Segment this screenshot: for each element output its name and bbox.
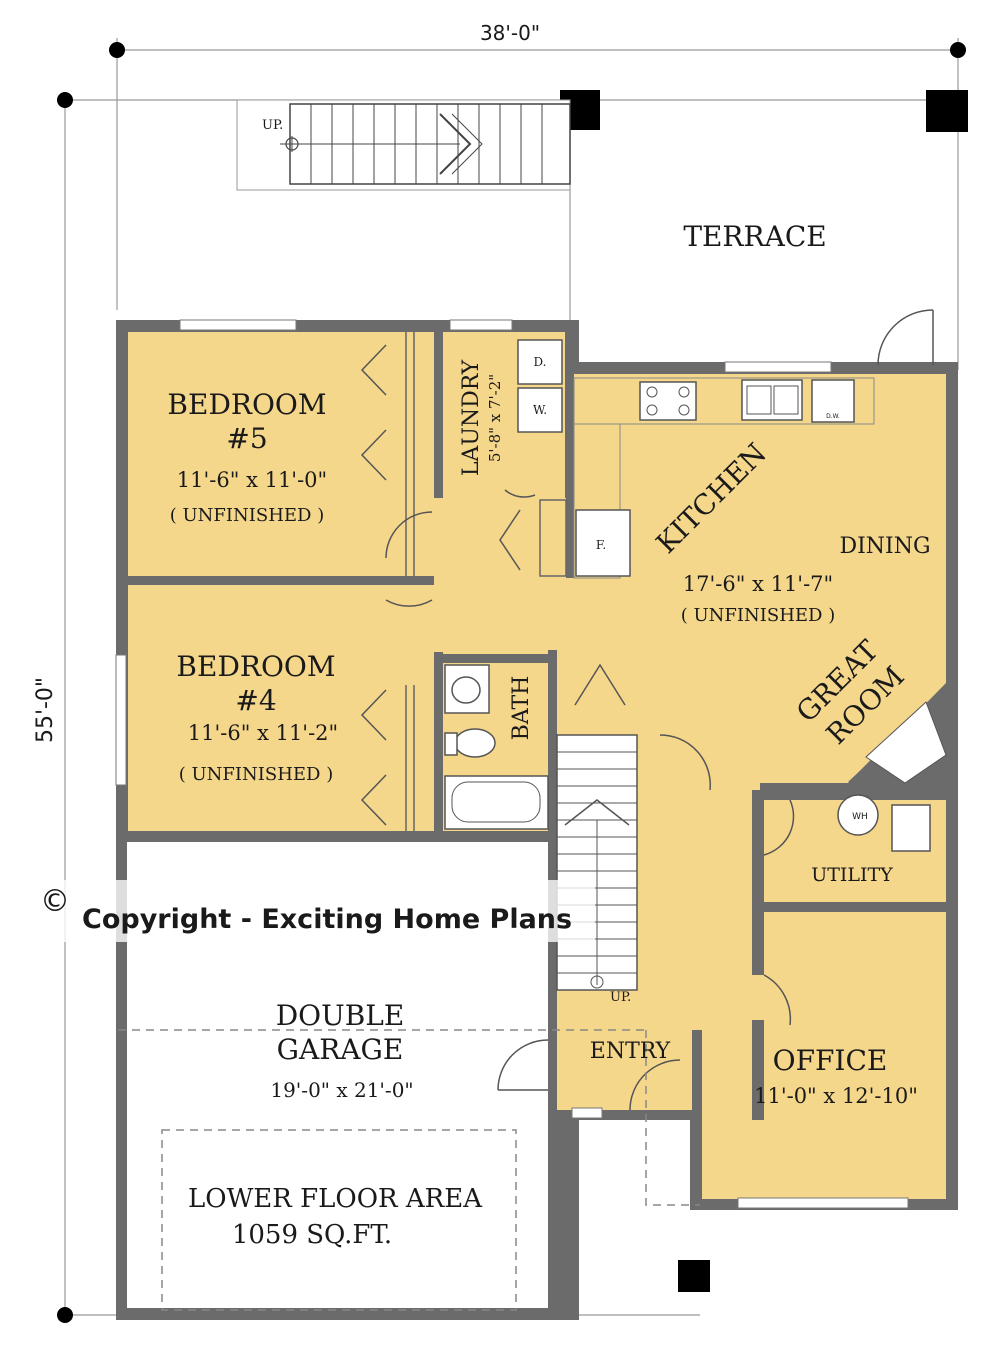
linen-closet: [499, 499, 567, 577]
copyright-backdrop: [30, 880, 595, 942]
washer-label: W.: [533, 403, 547, 417]
toilet: [454, 728, 496, 758]
terrace-label: TERRACE: [683, 220, 826, 253]
porch-outline: [118, 1029, 700, 1206]
interior-wall: [764, 902, 946, 912]
bedroom-5-name: BEDROOM: [167, 388, 326, 421]
dimension-dot: [57, 92, 73, 108]
entry-floor: [557, 1030, 692, 1110]
kitchen-status: ( UNFINISHED ): [681, 605, 835, 626]
office-size: 11'-0" x 12'-10": [754, 1084, 918, 1108]
toilet-tank: [444, 732, 458, 756]
bedroom-4-status: ( UNFINISHED ): [179, 764, 333, 785]
bedroom-4-name: BEDROOM: [176, 650, 335, 683]
bedroom-5-floor: [128, 332, 434, 576]
width-dimension-label: 38'-0": [480, 21, 540, 45]
closet-bedroom-5: [360, 332, 415, 576]
interior-stairs-up-label: UP.: [610, 990, 631, 1005]
exterior-stairs-up-label: UP.: [262, 118, 283, 133]
interior-stairs: [556, 663, 638, 991]
cooktop: [639, 381, 697, 421]
laundry-size: 5'-8" x 7'-2": [486, 374, 504, 462]
dimension-dot: [950, 42, 966, 58]
bath-sink: [451, 676, 481, 704]
copyright-text: Copyright - Exciting Home Plans: [82, 904, 572, 935]
interior-wall: [557, 1110, 692, 1120]
dimension-dot: [57, 1307, 73, 1323]
fireplace: [848, 690, 947, 784]
bath-name: BATH: [509, 676, 534, 741]
bathtub-basin: [451, 781, 541, 823]
interior-wall: [548, 650, 557, 835]
closet-bedroom-4: [360, 685, 415, 831]
doors: [385, 309, 934, 1111]
office-floor: [702, 912, 946, 1199]
dryer: [517, 339, 563, 385]
water-heater-label: WH: [852, 812, 868, 822]
dining-name: DINING: [839, 534, 930, 559]
bedroom-5-size: 11'-6" x 11'-0": [177, 468, 327, 492]
copyright-symbol: ©: [40, 884, 70, 919]
floor-area-label: LOWER FLOOR AREA: [188, 1184, 483, 1214]
cooktop-burners: [646, 386, 690, 416]
bedroom-5-number: #5: [226, 422, 267, 455]
exterior-stairs: [236, 99, 571, 191]
dishwasher-label: D.W.: [826, 413, 840, 420]
depth-dimension-label: 55'-0": [33, 677, 58, 743]
bedroom-4-floor: [128, 585, 434, 831]
kitchen-great-room-floor: [557, 374, 946, 790]
furnace: [891, 804, 931, 852]
refrigerator-label: F.: [596, 538, 606, 552]
office-door-opening: [752, 975, 764, 1020]
entry-name: ENTRY: [590, 1039, 671, 1064]
interior-wall: [752, 790, 764, 1120]
dishwasher: [811, 379, 855, 423]
windows: [115, 319, 909, 1209]
interior-wall: [443, 654, 548, 663]
utility-name: UTILITY: [811, 864, 893, 886]
bedroom-4-size: 11'-6" x 11'-2": [188, 721, 338, 745]
hall-opening: [434, 498, 443, 652]
terrace-post: [926, 90, 968, 132]
sink-bowl-right: [773, 385, 799, 415]
entry-post: [678, 1260, 710, 1292]
dimension-dot: [109, 42, 125, 58]
washer: [517, 387, 563, 433]
refrigerator: [575, 509, 631, 577]
bedroom-4-number: #4: [235, 684, 276, 717]
floor-area-value: 1059 SQ.FT.: [232, 1220, 392, 1250]
garage-line1: DOUBLE: [276, 999, 405, 1032]
office-name: OFFICE: [773, 1044, 888, 1077]
kitchen-size: 17'-6" x 11'-7": [683, 572, 833, 596]
garage-size: 19'-0" x 21'-0": [270, 1078, 413, 1102]
dryer-label: D.: [533, 355, 546, 369]
laundry-name: LAUNDRY: [459, 359, 484, 476]
interior-wall: [128, 576, 434, 585]
garage-line2: GARAGE: [277, 1033, 404, 1066]
sink-bowl-left: [746, 385, 772, 415]
water-heater: [837, 794, 879, 836]
bedroom-5-status: ( UNFINISHED ): [170, 505, 324, 526]
